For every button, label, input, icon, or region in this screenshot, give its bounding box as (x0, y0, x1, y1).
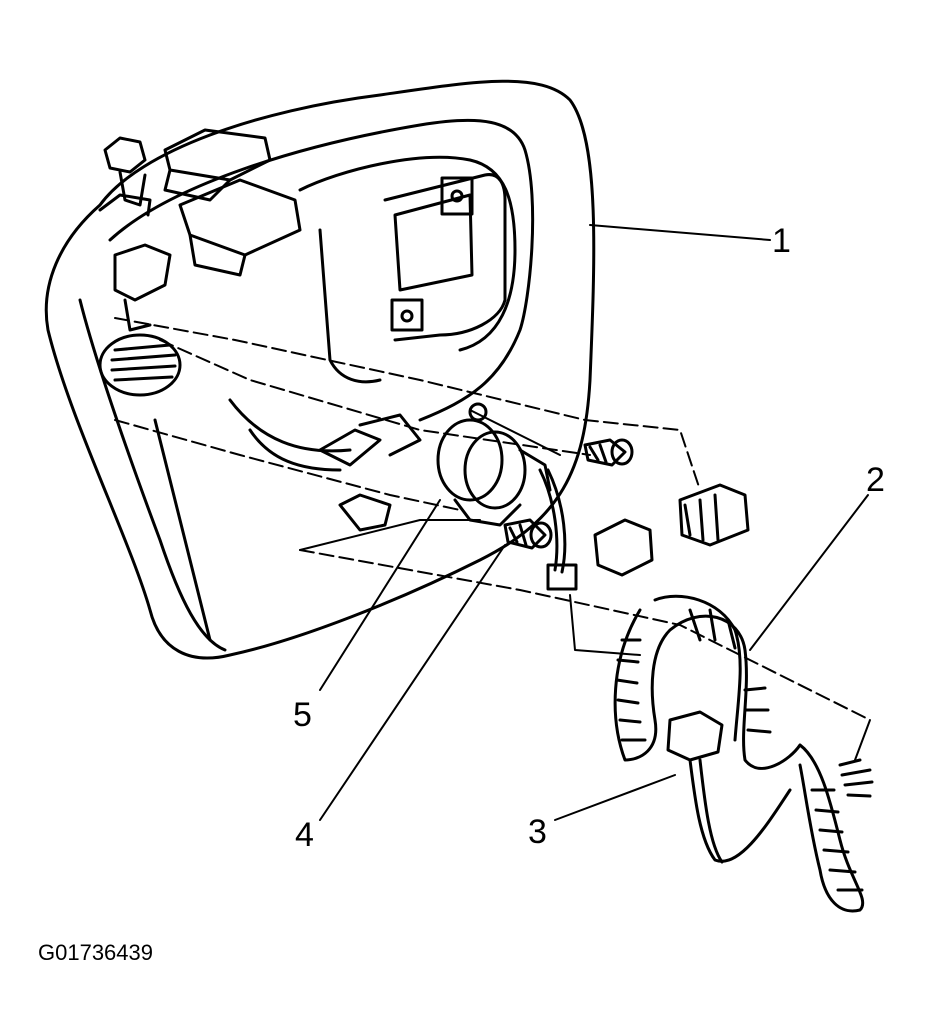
top-knob (100, 138, 150, 215)
top-switch (165, 130, 300, 275)
callout-5: 5 (293, 696, 312, 734)
screw-lower (505, 520, 551, 548)
connector-a (320, 415, 420, 465)
motor-plug (548, 565, 576, 589)
connector-b (340, 495, 390, 530)
leader-3 (555, 775, 675, 820)
leader-lines (320, 225, 868, 820)
figure-id: G01736439 (38, 940, 153, 965)
alignment-lines (115, 318, 870, 760)
screw-upper (585, 440, 632, 465)
leader-4 (320, 545, 505, 820)
leader-2 (750, 495, 868, 650)
callout-2: 2 (866, 461, 885, 499)
vent-grille (100, 335, 180, 395)
wiring-harness (595, 485, 872, 911)
mirror-housing (46, 81, 594, 658)
leader-1 (590, 225, 770, 240)
callout-3: 3 (528, 813, 547, 851)
callout-1: 1 (772, 222, 791, 260)
left-clip (115, 245, 170, 330)
leader-5 (320, 500, 440, 690)
motor (438, 404, 550, 525)
callout-4: 4 (295, 816, 314, 854)
